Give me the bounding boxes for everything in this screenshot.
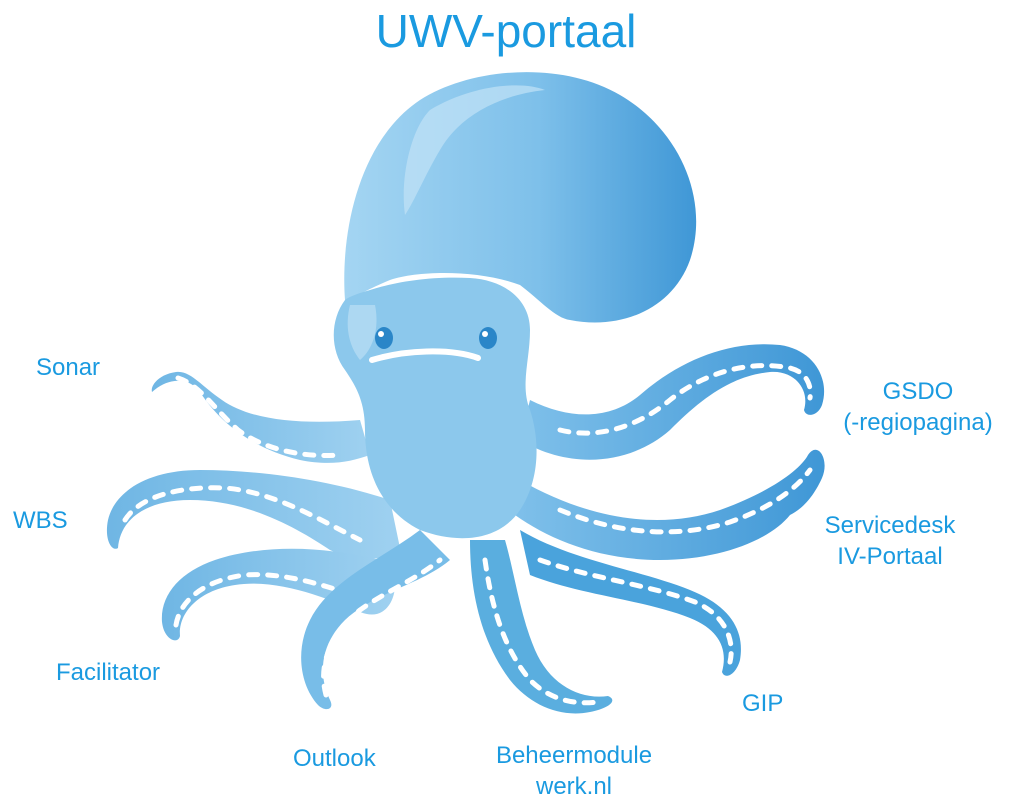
arm-sonar	[151, 371, 370, 463]
label-beheermodule: Beheermodule werk.nl	[484, 740, 664, 802]
label-beheermodule-line1: Beheermodule	[495, 742, 653, 769]
label-facilitator: Facilitator	[56, 659, 161, 686]
octopus-mouth	[369, 348, 481, 363]
label-gsdo-line1: GSDO	[882, 378, 954, 405]
label-gsdo: GSDO (-regiopagina)	[823, 376, 1012, 438]
arm-outlook	[301, 530, 450, 710]
label-outlook: Outlook	[293, 745, 376, 772]
octopus-head	[344, 72, 697, 323]
label-gsdo-line2: (-regiopagina)	[843, 409, 993, 436]
arm-beheermodule	[470, 540, 613, 714]
diagram-title: UWV-portaal	[375, 5, 637, 57]
label-wbs: WBS	[13, 507, 68, 534]
label-servicedesk: Servicedesk IV-Portaal	[812, 510, 968, 572]
arm-gip	[520, 530, 741, 676]
label-sonar: Sonar	[36, 354, 101, 381]
arm-facilitator	[161, 548, 395, 641]
arm-servicedesk	[515, 449, 825, 560]
octopus-eyes	[375, 327, 497, 349]
arm-wbs	[106, 470, 400, 560]
arm-gsdo	[520, 344, 825, 460]
label-servicedesk-line1: Servicedesk	[824, 512, 956, 539]
label-servicedesk-line2: IV-Portaal	[837, 543, 943, 570]
label-gip: GIP	[742, 690, 784, 717]
label-beheermodule-line2: werk.nl	[535, 773, 613, 800]
